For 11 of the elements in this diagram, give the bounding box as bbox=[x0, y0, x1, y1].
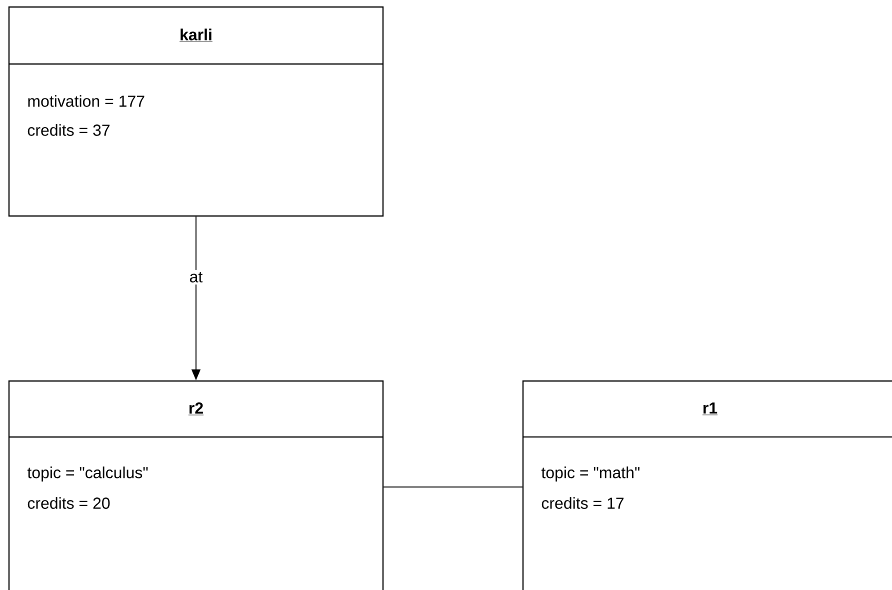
object-name: r2 bbox=[188, 402, 204, 416]
attribute-text: topic = "calculus" bbox=[27, 466, 148, 482]
object-name: karli bbox=[179, 28, 213, 42]
object-name: r1 bbox=[702, 402, 718, 416]
attribute-text: credits = 37 bbox=[28, 124, 110, 136]
edge-label: at bbox=[190, 272, 203, 282]
attribute-text: motivation = 177 bbox=[28, 95, 144, 107]
attribute-text: credits = 20 bbox=[28, 497, 110, 509]
attribute-text: credits = 17 bbox=[542, 497, 624, 509]
attribute-text: topic = "math" bbox=[541, 466, 640, 482]
connector bbox=[383, 486, 523, 488]
